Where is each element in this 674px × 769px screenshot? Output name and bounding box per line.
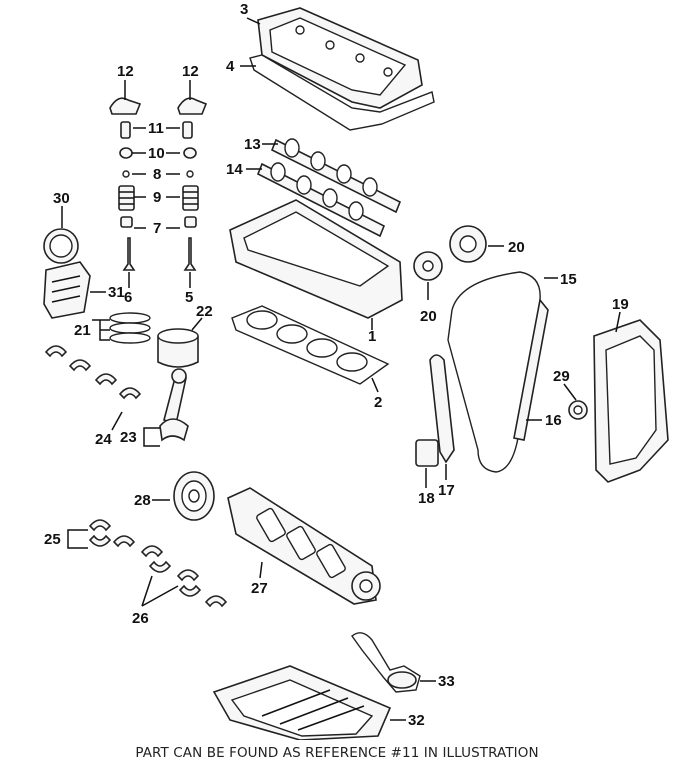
rocker-arm-right (177, 97, 208, 115)
callout-20-lower: 20 (420, 308, 437, 325)
callout-33: 33 (438, 673, 455, 690)
callout-18: 18 (418, 490, 435, 507)
oil-pickup-tube (351, 632, 421, 693)
callout-1: 1 (368, 328, 376, 345)
camshaft-intake (270, 138, 402, 214)
callout-10: 10 (148, 145, 165, 162)
callout-30: 30 (53, 190, 70, 207)
callout-4: 4 (226, 58, 235, 75)
callout-13: 13 (244, 136, 261, 153)
reference-numbers: 3 4 12 12 11 10 8 9 7 6 5 13 14 30 31 21… (44, 1, 629, 729)
cam-sprocket-intake (449, 225, 487, 263)
callout-15: 15 (560, 271, 577, 288)
main-bearings (88, 519, 228, 608)
spring-retainers (120, 216, 197, 228)
crankshaft-pulley (173, 471, 215, 521)
valve-keepers (122, 170, 194, 178)
valve-springs (118, 185, 199, 211)
caption: PART CAN BE FOUND AS REFERENCE #11 IN IL… (135, 745, 539, 761)
callout-12-right: 12 (182, 63, 199, 80)
front-crank-seal (568, 400, 588, 420)
callout-9: 9 (153, 189, 161, 206)
crankshaft (227, 487, 381, 605)
oil-pan (212, 665, 392, 740)
callout-6: 6 (124, 289, 132, 306)
callout-14: 14 (226, 161, 243, 178)
callout-32: 32 (408, 712, 425, 729)
valve-cover (257, 7, 423, 109)
connecting-rod (159, 368, 189, 442)
callout-11: 11 (148, 120, 164, 137)
callout-16: 16 (545, 412, 562, 429)
callout-26: 26 (132, 610, 149, 627)
balance-shaft-housing (43, 261, 91, 319)
valves (122, 237, 197, 271)
callout-22: 22 (196, 303, 213, 320)
callout-29: 29 (553, 368, 570, 385)
callout-20-right: 20 (508, 239, 525, 256)
timing-chain-guide-left (429, 354, 455, 464)
chain-tensioner (415, 439, 439, 467)
valve-cover-gasket (249, 54, 435, 131)
timing-cover (593, 319, 669, 483)
callout-28: 28 (134, 492, 151, 509)
callout-27: 27 (251, 580, 268, 597)
callout-3: 3 (240, 1, 248, 18)
callout-12-left: 12 (117, 63, 134, 80)
callout-21: 21 (74, 322, 91, 339)
callout-5: 5 (185, 289, 193, 306)
camshaft-exhaust (256, 162, 386, 238)
head-gasket (231, 305, 390, 385)
callout-17: 17 (438, 482, 455, 499)
cam-sprocket-exhaust (413, 251, 443, 281)
callout-8: 8 (153, 166, 161, 183)
rear-main-seal (43, 228, 79, 264)
piston (157, 328, 199, 368)
callout-7: 7 (153, 220, 161, 237)
callout-25: 25 (44, 531, 61, 548)
rod-bearings (44, 345, 142, 400)
engine-exploded-diagram: 3 4 12 12 11 10 8 9 7 6 5 13 14 30 31 21… (43, 1, 669, 740)
callout-23: 23 (120, 429, 137, 446)
timing-chain-guide-right (513, 298, 549, 441)
valve-seals (119, 147, 197, 159)
callout-2: 2 (374, 394, 382, 411)
leader-lines (61, 17, 621, 721)
callout-31: 31 (108, 284, 125, 301)
lash-adjusters (120, 121, 193, 139)
cylinder-head (229, 199, 403, 319)
rocker-arm-left (109, 97, 142, 115)
piston-rings (109, 312, 151, 344)
callout-19: 19 (612, 296, 629, 313)
callout-24: 24 (95, 431, 112, 448)
